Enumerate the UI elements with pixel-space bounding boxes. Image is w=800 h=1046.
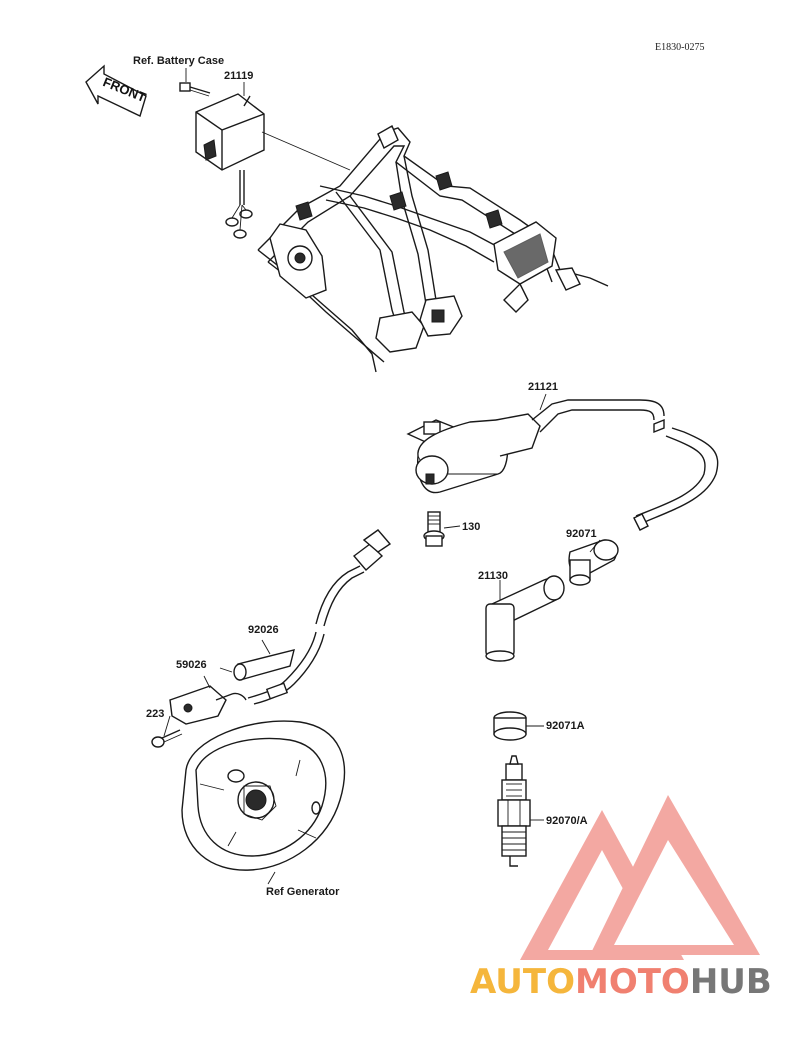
- watermark-text: AUTOMOTOHUB: [470, 962, 772, 1002]
- cap-92071a: [493, 711, 544, 741]
- label-130: 130: [462, 521, 481, 533]
- label-21119: 21119: [224, 70, 254, 82]
- label-92070a: 92070/A: [546, 815, 588, 827]
- spark-plug-92070a: [497, 755, 544, 867]
- label-92071: 92071: [566, 528, 597, 540]
- label-21121: 21121: [528, 381, 558, 393]
- leader-lines: [163, 68, 547, 885]
- label-21130: 21130: [478, 570, 508, 582]
- label-59026: 59026: [176, 659, 207, 671]
- label-92071a: 92071A: [546, 720, 585, 732]
- watermark-part-hub: HUB: [689, 962, 772, 1002]
- screw-223: [151, 729, 183, 748]
- label-ref-generator: Ref Generator: [266, 886, 340, 898]
- coil-lead-wire: [633, 427, 719, 531]
- front-arrow: FRONT: [85, 64, 148, 117]
- leader-21119-frame: [261, 131, 351, 171]
- document-code: E1830-0275: [655, 42, 705, 53]
- wiring-harness-92026: [233, 529, 392, 705]
- watermark-part-auto: AUTO: [470, 962, 575, 1002]
- ignition-coil-21121: [406, 399, 665, 494]
- bolt-130: [423, 511, 461, 547]
- plug-cap-21130: [485, 575, 565, 662]
- label-92026: 92026: [248, 624, 279, 636]
- cap-92071: [568, 539, 619, 586]
- igniter-21119: [195, 93, 265, 239]
- generator-flywheel: [181, 720, 346, 871]
- watermark-part-moto: MOTO: [574, 962, 690, 1002]
- frame-assembly: [257, 125, 609, 373]
- watermark-logo: [520, 795, 760, 960]
- bolt-battery: [179, 82, 211, 97]
- pickup-59026: [169, 675, 247, 725]
- label-223: 223: [146, 708, 165, 720]
- label-ref-battery-case: Ref. Battery Case: [133, 55, 225, 67]
